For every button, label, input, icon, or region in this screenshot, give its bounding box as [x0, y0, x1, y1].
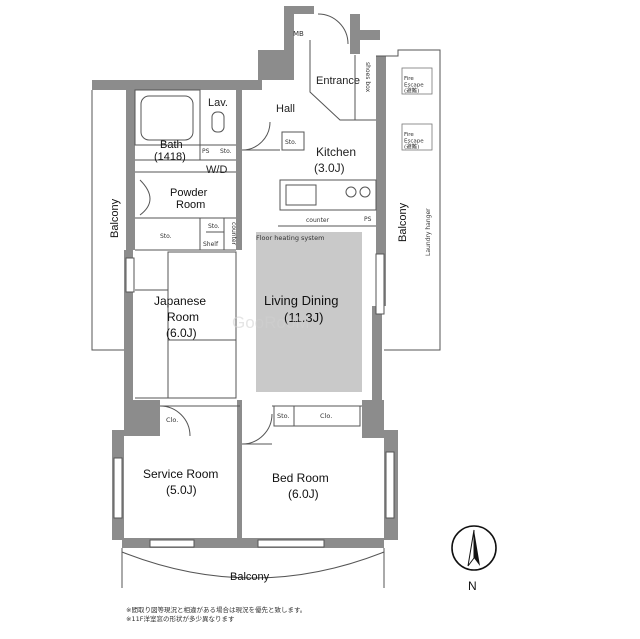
sto-label-shelf: Sto.	[208, 223, 220, 230]
laundry-hanger-label: Laundry hanger	[425, 208, 432, 256]
powder-line2-label: Room	[176, 199, 205, 211]
mb-label: MB	[293, 30, 304, 38]
living-size-label: (11.3J)	[284, 310, 324, 325]
service-size-label: (5.0J)	[166, 483, 197, 497]
notes: ※間取り図等現況と相違がある場合は現況を優先と致します。 ※11F洋室窓の形状が…	[126, 606, 546, 624]
floor-heating-area	[256, 232, 362, 392]
bed-name-label: Bed Room	[272, 471, 329, 485]
shoes-box-label: shoes box	[364, 62, 371, 93]
counter-label-vertical: counter	[230, 222, 237, 246]
labels: MB Entrance shoes box Hall Lav. Bath (14…	[109, 30, 477, 593]
sto-label-hall: Sto.	[285, 139, 297, 146]
kitchen-name-label: Kitchen	[316, 145, 356, 159]
entrance-label: Entrance	[316, 75, 360, 87]
north-arrow	[451, 525, 497, 571]
japanese-size-label: (6.0J)	[166, 326, 197, 340]
watermark: GooRooM	[232, 313, 309, 332]
windows	[113, 253, 395, 548]
counter-label-kitchen: counter	[306, 217, 330, 224]
fire-escape-boxes	[401, 67, 433, 151]
ps-label-bath: PS	[202, 148, 210, 155]
clo-label-service: Clo.	[166, 416, 178, 424]
shelf-label: Shelf	[203, 241, 219, 248]
bed-size-label: (6.0J)	[288, 487, 319, 501]
powder-line1-label: Powder	[170, 187, 208, 199]
balcony-bottom-label: Balcony	[230, 571, 270, 583]
wd-label: W/D	[206, 164, 227, 176]
bath-size-label: (1418)	[154, 151, 186, 163]
clo-label-bed: Clo.	[320, 412, 332, 420]
japanese-line2-label: Room	[167, 310, 199, 324]
hall-label: Hall	[276, 103, 295, 115]
sto-label-bath: Sto.	[220, 148, 232, 155]
ps-label-kitchen: PS	[364, 216, 372, 223]
north-label: N	[468, 579, 477, 593]
sto-label-bed: Sto.	[277, 412, 290, 420]
interior-lines	[91, 13, 441, 588]
balcony-left-label: Balcony	[109, 198, 121, 238]
bath-name-label: Bath	[160, 139, 183, 151]
japanese-line1-label: Japanese	[154, 294, 206, 308]
note-line: ※間取り図等現況と相違がある場合は現況を優先と致します。	[126, 606, 307, 614]
living-name-label: Living Dining	[264, 293, 338, 308]
service-name-label: Service Room	[143, 467, 218, 481]
lav-label: Lav.	[208, 97, 228, 109]
kitchen-size-label: (3.0J)	[314, 161, 345, 175]
note-line: ※11F洋室窓の形状が多少異なります	[126, 615, 235, 623]
sto-label-closet: Sto.	[160, 233, 172, 240]
floor-heating-label: Floor heating system	[256, 234, 325, 242]
balcony-right-label: Balcony	[397, 202, 409, 242]
